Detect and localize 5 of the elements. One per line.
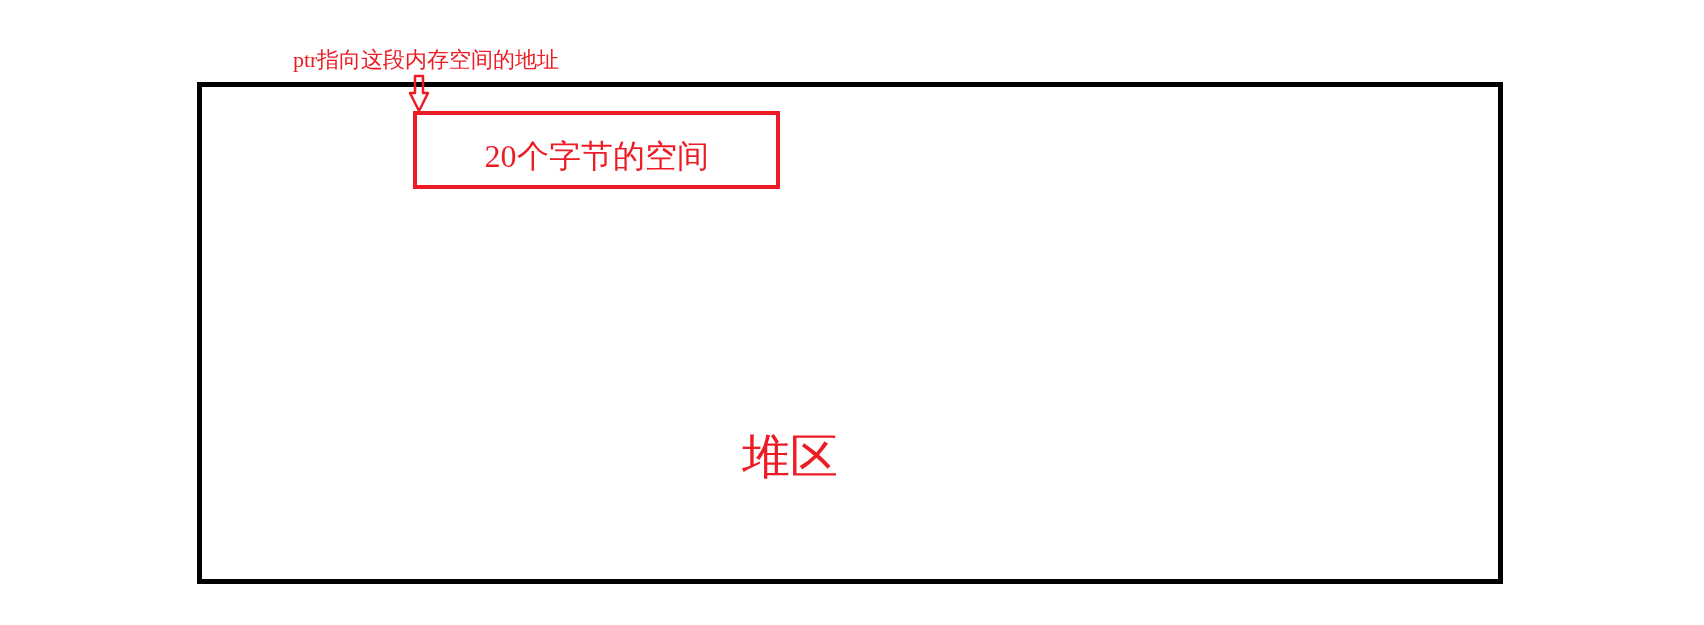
region-label: 堆区: [742, 429, 838, 485]
memory-block-box: 20个字节的空间: [413, 111, 780, 189]
annotation-text: ptr指向这段内存空间的地址: [293, 44, 560, 76]
arrow: [408, 74, 430, 113]
memory-region-box: [197, 82, 1503, 584]
